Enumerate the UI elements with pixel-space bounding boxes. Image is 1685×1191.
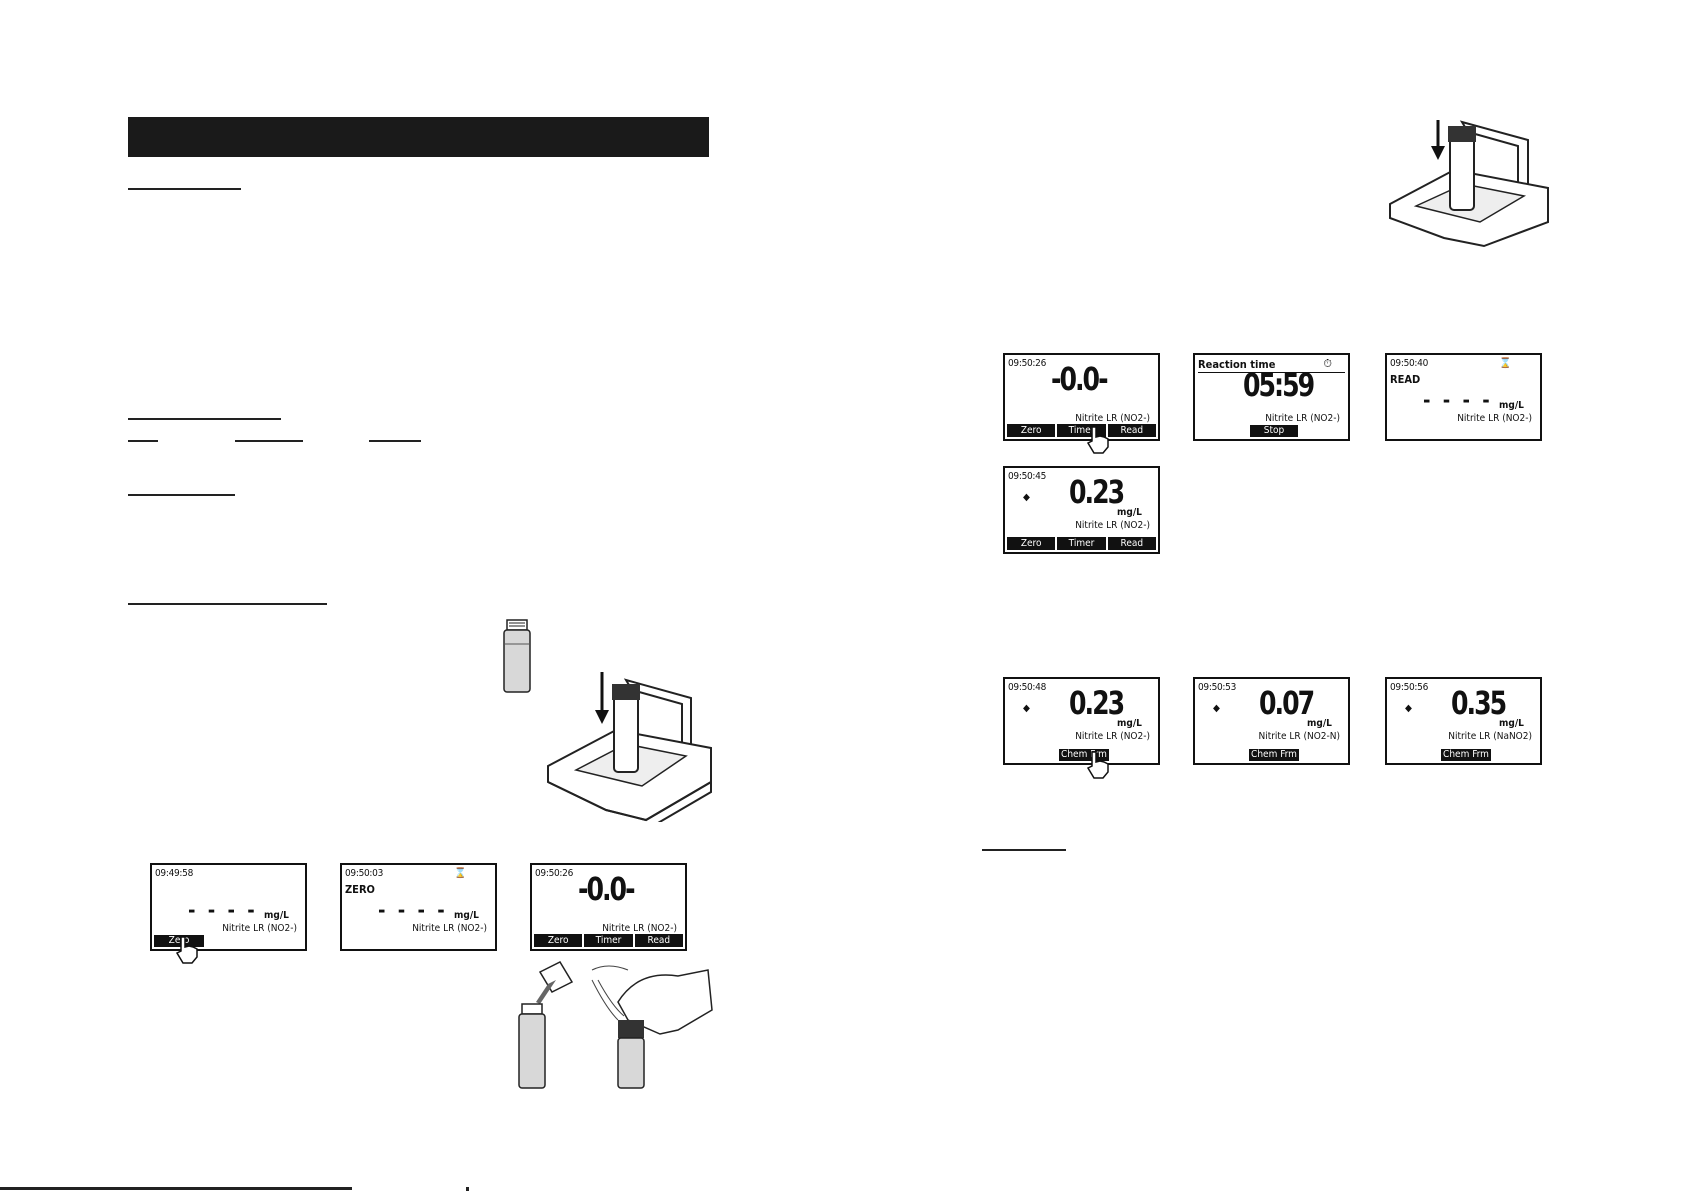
reading-value: 0.23 (1069, 473, 1125, 511)
analyte-label: Nitrite LR (NO2-) (222, 923, 297, 934)
shake-cuvette-illustration (591, 965, 713, 1089)
meter-screen-zero-prompt: 09:49:58 - - - - mg/L Nitrite LR (NO2-) … (150, 863, 307, 951)
unit-label: mg/L (1117, 507, 1142, 518)
clock-display: 09:50:26 (1008, 358, 1047, 369)
page-footer-rule (0, 1187, 352, 1190)
clock-display: 09:50:45 (1008, 471, 1047, 482)
chem-frm-softkey[interactable]: Chem Frm (1249, 749, 1299, 761)
analyte-label: Nitrite LR (NO2-) (1265, 413, 1340, 424)
heading-underline (982, 849, 1066, 851)
heading-underline (128, 418, 281, 420)
meter-screen-chemical-form: 09:50:56 ◆ 0.35 mg/L Nitrite LR (NaNO2) … (1385, 677, 1542, 765)
zero-softkey[interactable]: Zero (1007, 424, 1056, 437)
read-softkey[interactable]: Read (1107, 424, 1156, 437)
selector-icon: ◆ (1023, 492, 1030, 503)
status-text: READ (1390, 373, 1421, 386)
timer-softkey[interactable]: Timer (584, 934, 633, 947)
unit-label: mg/L (1499, 400, 1524, 411)
column-underline (369, 440, 421, 442)
reading-value: 0.23 (1069, 684, 1125, 722)
analyte-label: Nitrite LR (NO2-) (1075, 731, 1150, 742)
column-underline (235, 440, 303, 442)
reading-value: -0.0- (1051, 360, 1109, 398)
unit-label: mg/L (1307, 718, 1332, 729)
selector-icon: ◆ (1023, 703, 1030, 714)
hourglass-icon: ⌛ (454, 868, 467, 879)
clock-display: 09:50:53 (1198, 682, 1237, 693)
stopwatch-icon: ⏱ (1323, 357, 1332, 370)
read-softkey[interactable]: Read (1107, 537, 1156, 550)
status-text: ZERO (345, 883, 375, 896)
chem-frm-softkey[interactable]: Chem Frm (1441, 749, 1491, 761)
analyte-label: Nitrite LR (NO2-N) (1258, 731, 1340, 742)
clock-display: 09:49:58 (155, 868, 194, 879)
footer-mark (466, 1187, 469, 1191)
timer-title: Reaction time (1198, 358, 1345, 373)
heading-underline (128, 603, 327, 605)
analyte-label: Nitrite LR (NO2-) (1075, 413, 1150, 424)
section-header-bar (128, 117, 709, 157)
unit-label: mg/L (264, 910, 289, 921)
analyte-label: Nitrite LR (NaNO2) (1448, 731, 1532, 742)
meter-screen-zeroed: 09:50:26 -0.0- Nitrite LR (NO2-) Zero Ti… (530, 863, 687, 951)
analyte-label: Nitrite LR (NO2-) (412, 923, 487, 934)
heading-underline (128, 188, 241, 190)
meter-screen-reaction-timer: Reaction time ⏱ 05:59 Nitrite LR (NO2-) … (1193, 353, 1350, 441)
zero-softkey[interactable]: Zero (534, 934, 583, 947)
reagent-packet-pour-illustration (518, 961, 574, 1089)
hand-pointer-icon (1086, 751, 1109, 779)
heading-underline (128, 494, 235, 496)
zero-softkey[interactable]: Zero (154, 935, 204, 947)
meter-screen-zeroing: 09:50:03 ⌛ ZERO - - - - mg/L Nitrite LR … (340, 863, 497, 951)
unit-label: mg/L (454, 910, 479, 921)
meter-screen-result: 09:50:45 ◆ 0.23 mg/L Nitrite LR (NO2-) Z… (1003, 466, 1160, 554)
selector-icon: ◆ (1213, 703, 1220, 714)
cuvette-illustration (503, 619, 531, 693)
softkey-bar: Zero Timer Read (534, 934, 683, 947)
hand-pointer-icon (175, 936, 198, 964)
reading-value: -0.0- (578, 870, 636, 908)
analyte-label: Nitrite LR (NO2-) (602, 923, 677, 934)
meter-insert-cuvette-illustration (1389, 120, 1549, 248)
meter-insert-cuvette-illustration (547, 672, 712, 822)
hourglass-icon: ⌛ (1499, 358, 1512, 369)
clock-display: 09:50:56 (1390, 682, 1429, 693)
analyte-label: Nitrite LR (NO2-) (1457, 413, 1532, 424)
countdown-value: 05:59 (1243, 366, 1315, 404)
reading-value: 0.07 (1259, 684, 1315, 722)
meter-screen-reading: 09:50:40 ⌛ READ - - - - mg/L Nitrite LR … (1385, 353, 1542, 441)
clock-display: 09:50:48 (1008, 682, 1047, 693)
reading-dashes: - - - - (1423, 388, 1493, 412)
reading-value: 0.35 (1451, 684, 1507, 722)
hand-pointer-icon (1086, 426, 1109, 454)
meter-screen-zeroed: 09:50:26 -0.0- Nitrite LR (NO2-) Zero Ti… (1003, 353, 1160, 441)
column-underline (128, 440, 158, 442)
zero-softkey[interactable]: Zero (1007, 537, 1056, 550)
unit-label: mg/L (1499, 718, 1524, 729)
softkey-bar: Zero Timer Read (1007, 424, 1156, 437)
reading-dashes: - - - - (188, 898, 258, 922)
clock-display: 09:50:03 (345, 868, 384, 879)
clock-display: 09:50:40 (1390, 358, 1429, 369)
clock-display: 09:50:26 (535, 868, 574, 879)
softkey-bar: Zero Timer Read (1007, 537, 1156, 550)
meter-screen-chemical-form: 09:50:48 ◆ 0.23 mg/L Nitrite LR (NO2-) C… (1003, 677, 1160, 765)
meter-screen-chemical-form: 09:50:53 ◆ 0.07 mg/L Nitrite LR (NO2-N) … (1193, 677, 1350, 765)
timer-softkey[interactable]: Timer (1057, 537, 1106, 550)
selector-icon: ◆ (1405, 703, 1412, 714)
stop-softkey[interactable]: Stop (1250, 425, 1298, 437)
analyte-label: Nitrite LR (NO2-) (1075, 520, 1150, 531)
unit-label: mg/L (1117, 718, 1142, 729)
reading-dashes: - - - - (378, 898, 448, 922)
read-softkey[interactable]: Read (634, 934, 683, 947)
